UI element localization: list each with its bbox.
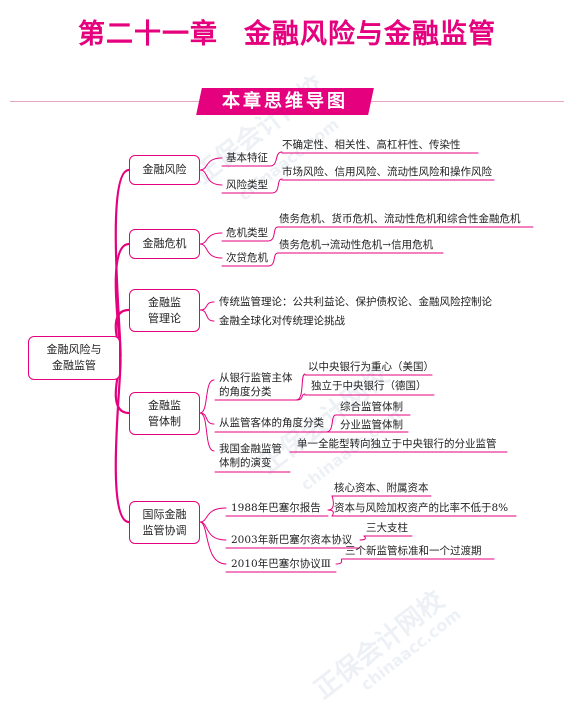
coordination-brace-0	[199, 507, 227, 523]
chapter-title: 第二十一章金融风险与金融监管	[0, 12, 574, 51]
system-brace-2	[199, 412, 215, 452]
branch-node-theory: 金融监 管理论	[129, 289, 200, 332]
system-china-evolution: 我国金融监管 体制的演变	[219, 443, 282, 469]
system-leaf-china: 单一全能型转向独立于中央银行的分业监管	[297, 438, 497, 450]
basel-2003: 2003年新巴塞尔资本协议	[231, 534, 353, 546]
basel-2010: 2010年巴塞尔协议Ⅲ	[231, 558, 331, 570]
root-connector-2	[114, 308, 131, 360]
theory-brace-1	[199, 309, 215, 322]
basel-1988-brace-1	[327, 509, 334, 517]
theory-brace-0	[199, 301, 215, 311]
basel-1988: 1988年巴塞尔报告	[231, 502, 321, 514]
mindmap-connectors	[114, 151, 534, 573]
theory-traditional: 传统监管理论：公共利益论、保护债权论、金融风险控制论	[219, 296, 492, 308]
system-by-subject: 从银行监管主体 的角度分类	[219, 372, 293, 398]
risk-types: 风险类型	[226, 179, 268, 191]
system-subject-brace-1	[295, 393, 306, 401]
branch-node-system: 金融监 管体制	[129, 392, 200, 435]
subprime-leaf: 债务危机→流动性危机→信用危机	[279, 239, 434, 251]
risk-brace-1	[199, 169, 223, 186]
subprime-brace-0	[267, 252, 279, 267]
risk-features-leaf: 不确定性、相关性、高杠杆性、传染性	[282, 139, 461, 151]
crisis-brace-0	[199, 232, 223, 245]
root-node: 金融风险与 金融监管	[28, 336, 120, 380]
crisis-types-leaf: 债务危机、货币危机、流动性危机和综合性金融危机	[279, 213, 521, 225]
crisis-brace-1	[199, 243, 223, 259]
chapter-number: 第二十一章	[78, 19, 218, 50]
system-leaf-integrated: 综合监管体制	[340, 401, 403, 413]
risk-basic-features: 基本特征	[226, 152, 268, 164]
system-leaf-germany: 独立于中央银行（德国）	[311, 380, 427, 392]
crisis-types-brace-0	[267, 226, 279, 242]
theory-globalization: 金融全球化对传统理论挑战	[219, 315, 345, 327]
system-leaf-separated: 分业监管体制	[340, 419, 403, 431]
basel-2003-brace-0	[359, 535, 366, 541]
basel-2003-leaf: 三大支柱	[366, 522, 408, 534]
risk-types-leaf: 市场风险、信用风险、流动性风险和操作风险	[282, 166, 492, 178]
system-object-brace-0	[325, 414, 337, 433]
system-subject-brace-0	[295, 373, 306, 401]
crisis-types: 危机类型	[226, 227, 268, 239]
basel-2010-brace-0	[335, 558, 343, 565]
chapter-topic: 金融风险与金融监管	[244, 19, 496, 50]
branch-node-risk: 金融风险	[129, 155, 200, 185]
risk-features-brace-0	[269, 151, 283, 167]
subprime-crisis: 次贷危机	[226, 252, 268, 264]
system-by-object: 从监管客体的角度分类	[219, 417, 324, 429]
risk-types-brace-0	[271, 178, 283, 194]
risk-brace-0	[199, 157, 223, 171]
coordination-brace-2	[199, 521, 227, 565]
basel-1988-brace-0	[327, 495, 334, 511]
branch-node-coordination: 国际金融 监管协调	[129, 501, 200, 544]
basel-1988-leaf-ratio: 资本与风险加权资产的比率不低于8%	[334, 502, 509, 514]
coordination-brace-1	[199, 521, 227, 541]
system-brace-1	[199, 412, 215, 425]
system-brace-0	[199, 379, 215, 414]
branch-node-crisis: 金融危机	[129, 229, 200, 259]
basel-1988-leaf-capital: 核心资本、附属资本	[334, 482, 429, 494]
root-connector-4	[114, 356, 131, 524]
system-leaf-us: 以中央银行为重心（美国）	[308, 361, 434, 373]
basel-2010-leaf: 三个新监管标准和一个过渡期	[345, 545, 482, 557]
